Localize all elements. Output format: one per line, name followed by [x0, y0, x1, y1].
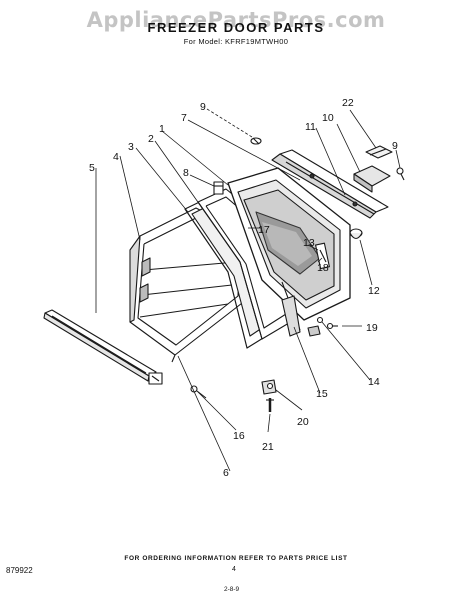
model-subtitle: For Model: KFRF19MTWH00	[183, 37, 289, 46]
callout-labels: 1 2 3 4 5 6 7 8 9 9 10 11 12 13 14 15 16…	[89, 97, 398, 479]
callout-14: 14	[368, 376, 380, 388]
ordering-note: FOR ORDERING INFORMATION REFER TO PARTS …	[124, 555, 348, 562]
callout-1: 1	[159, 123, 165, 135]
callout-19: 19	[366, 322, 378, 334]
callout-13: 13	[303, 237, 315, 249]
callout-20: 20	[297, 416, 309, 428]
diagram-title: FREEZER DOOR PARTS	[147, 20, 325, 35]
callout-10: 10	[322, 112, 334, 124]
part-hinge-bracket	[353, 165, 391, 193]
watermark: AppliancePartsPros.com	[86, 8, 386, 32]
callout-11: 11	[305, 121, 316, 133]
page-number: 4	[232, 566, 236, 573]
footer-code: 2-8-9	[224, 586, 240, 593]
part-screw-19	[307, 322, 338, 337]
callout-8: 8	[183, 167, 189, 179]
part-hinge-cover	[148, 372, 163, 385]
callout-4: 4	[113, 151, 119, 163]
callout-21: 21	[262, 441, 274, 453]
callout-6: 6	[223, 467, 229, 479]
callout-18: 18	[317, 262, 329, 274]
callout-17: 17	[258, 224, 270, 236]
callout-3: 3	[128, 141, 134, 153]
callout-7: 7	[181, 112, 187, 124]
part-screw-top-left	[250, 137, 262, 145]
callout-9a: 9	[200, 101, 206, 113]
part-screw-top-right	[396, 167, 405, 181]
callout-22: 22	[342, 97, 354, 109]
part-hinge-plate	[365, 145, 393, 159]
part-plug	[349, 228, 363, 240]
callout-16: 16	[233, 430, 245, 442]
part-door-top-channel	[271, 149, 389, 219]
part-door-stop	[213, 181, 224, 195]
callout-15: 15	[316, 388, 328, 400]
leader-lines	[95, 108, 401, 472]
part-breaker-strip	[43, 309, 157, 382]
callout-12: 12	[368, 285, 380, 297]
diagram-id: 879922	[6, 566, 33, 575]
callout-2: 2	[148, 133, 154, 145]
callout-9b: 9	[392, 140, 398, 152]
part-screw-14	[316, 316, 324, 324]
part-outer-door	[227, 167, 351, 337]
part-bottom-hinge	[261, 379, 277, 395]
part-hinge-pin	[266, 398, 274, 412]
callout-5: 5	[89, 162, 95, 174]
part-handle-insert	[315, 242, 330, 270]
